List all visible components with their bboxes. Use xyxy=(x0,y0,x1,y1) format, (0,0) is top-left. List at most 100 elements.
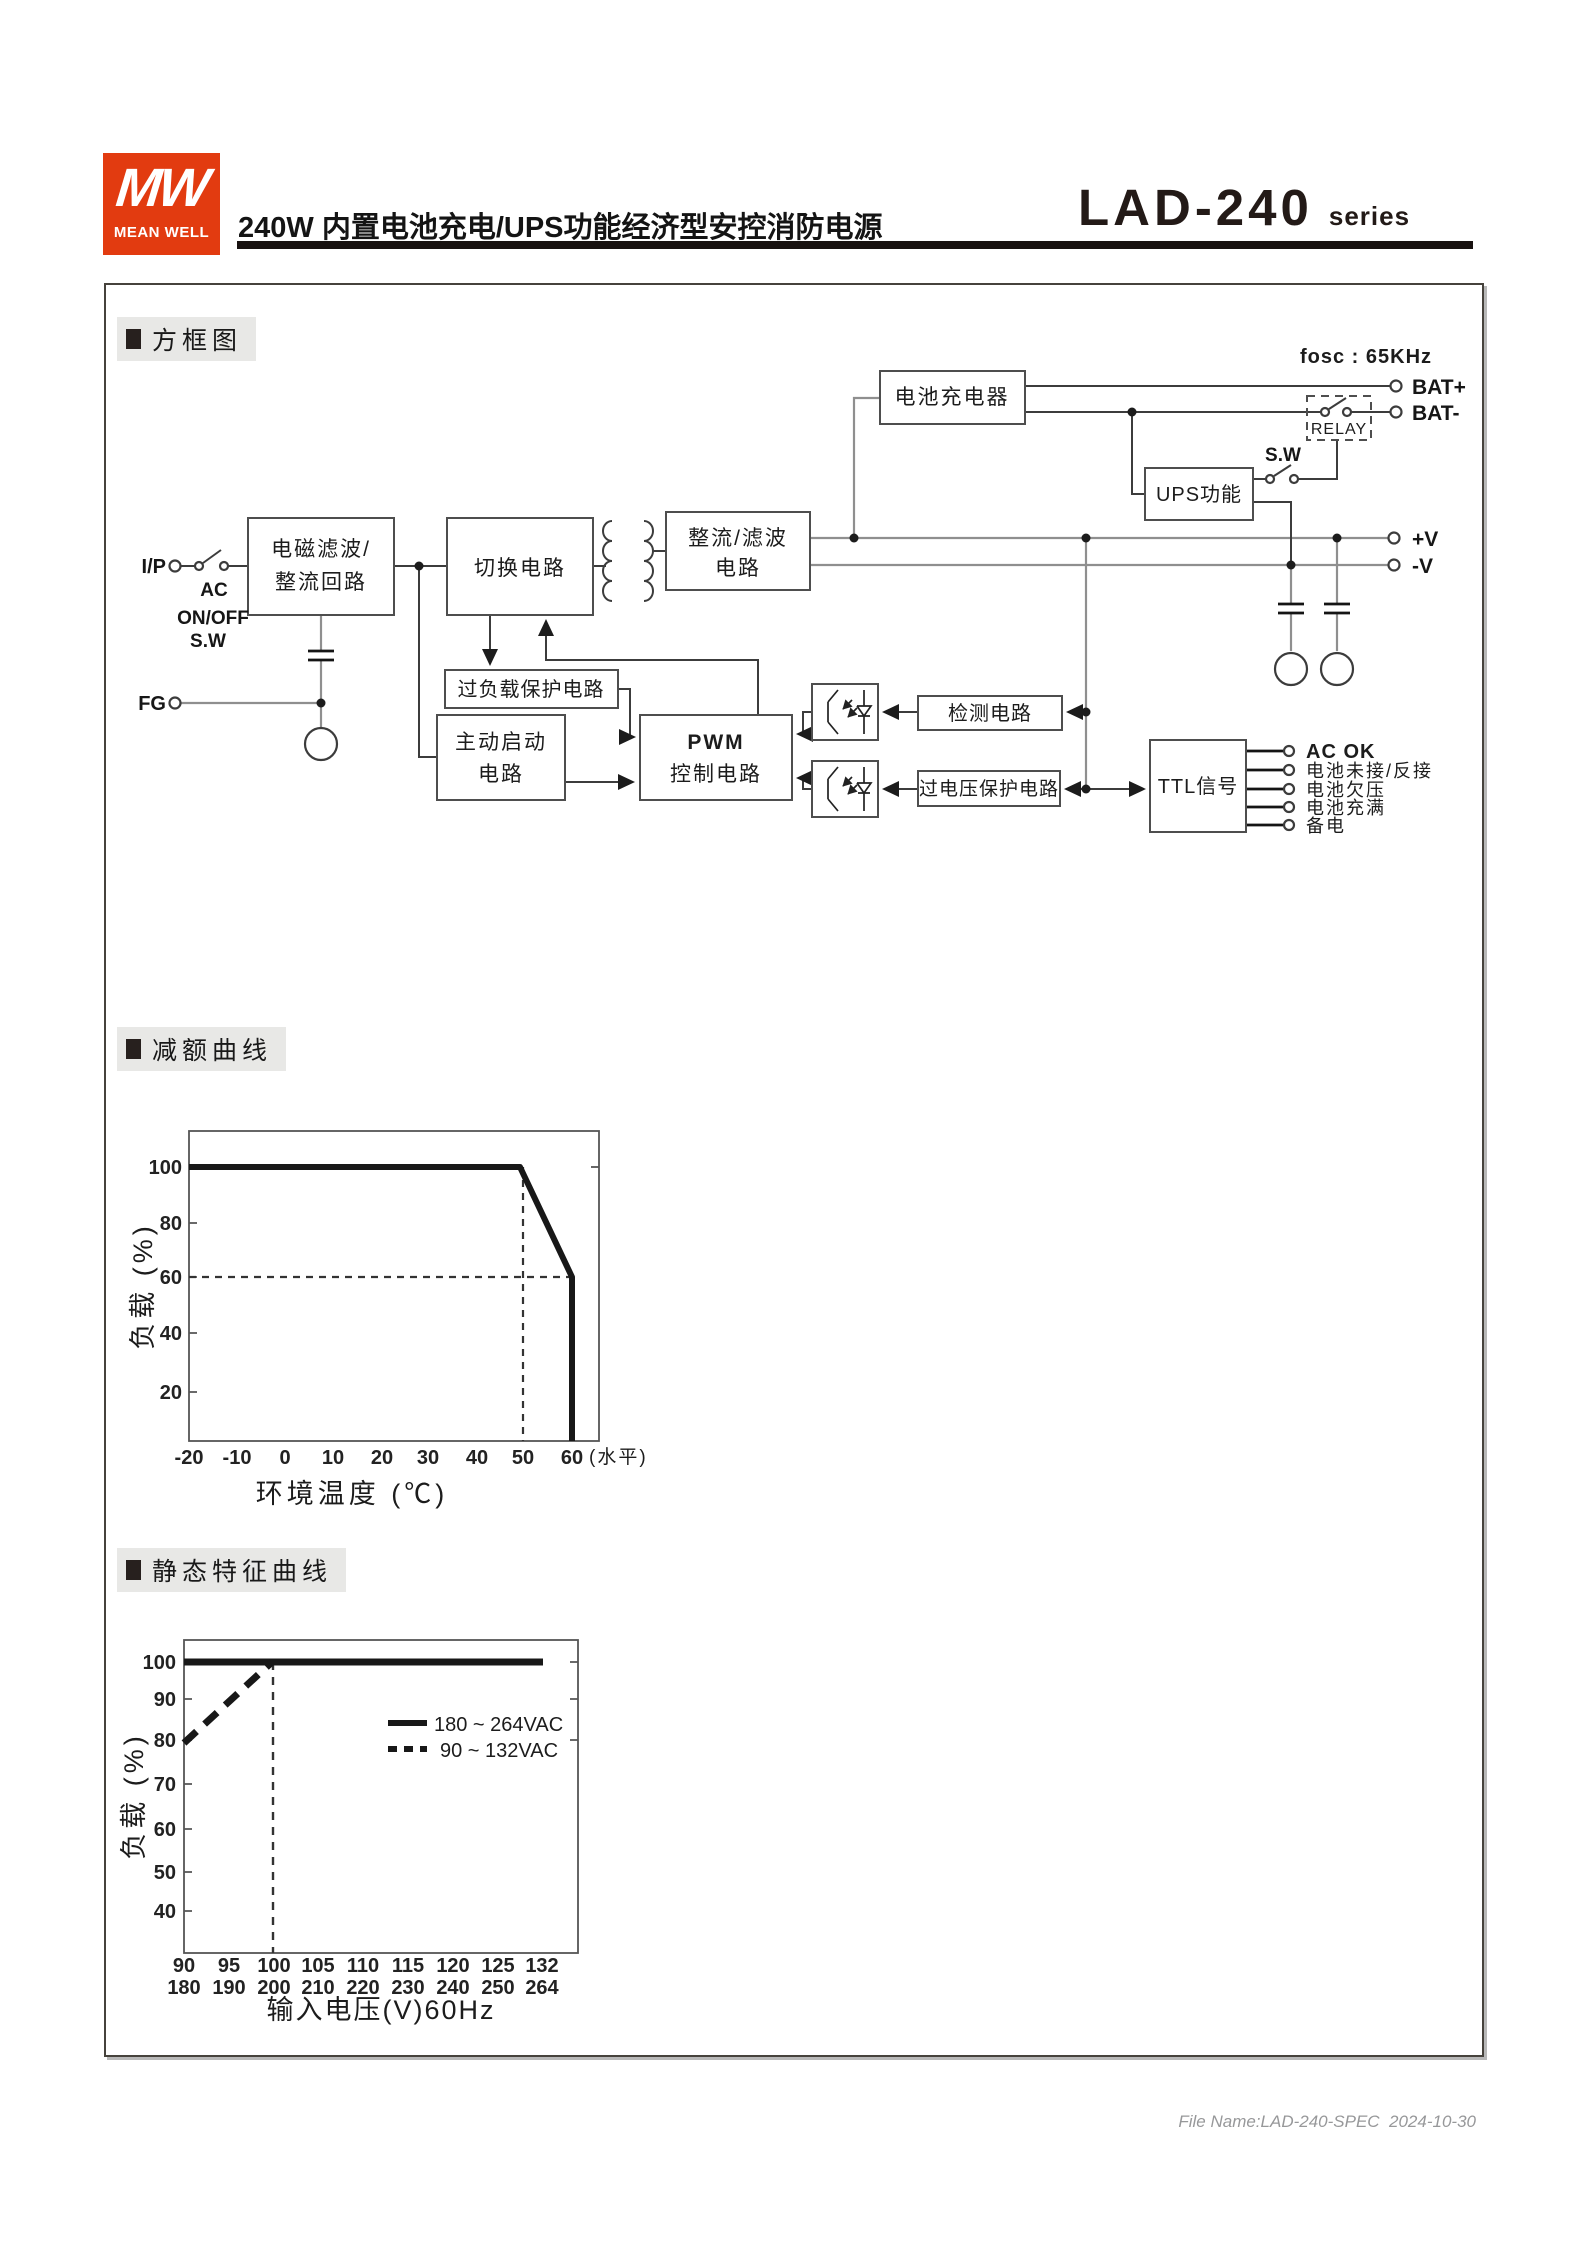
y-axis-title: 负载 (%) xyxy=(119,1732,149,1860)
y-tick: 80 xyxy=(160,1213,182,1235)
series-label: series xyxy=(1328,201,1411,231)
v-plus-label: +V xyxy=(1412,528,1438,551)
x-tick: 210 xyxy=(301,1977,334,1999)
x-tick: 180 xyxy=(167,1977,200,1999)
earth-ground-icon xyxy=(303,651,1355,762)
overload-protection-label: 过负载保护电路 xyxy=(458,678,605,701)
relay-label: RELAY xyxy=(1311,421,1367,438)
chart-legend: 180 ~ 264VAC 90 ~ 132VAC xyxy=(388,1714,563,1762)
v-minus-label: -V xyxy=(1412,555,1433,578)
x-tick: 230 xyxy=(391,1977,424,1999)
bat-minus-label: BAT- xyxy=(1412,402,1459,425)
legend-label: 90 ~ 132VAC xyxy=(440,1740,558,1762)
x-tick: 264 xyxy=(525,1977,559,1999)
input-terminal-label: I/P xyxy=(142,556,166,578)
ttl-signal-block xyxy=(1149,739,1247,833)
legend-label: 180 ~ 264VAC xyxy=(434,1714,563,1736)
section-title: 减额曲线 xyxy=(152,1037,273,1065)
x-tick: 60 xyxy=(561,1447,583,1469)
y-tick: 60 xyxy=(160,1267,182,1289)
y-tick: 40 xyxy=(154,1901,176,1923)
x-axis-title: 输入电压(V)60Hz xyxy=(266,1995,495,2025)
title-divider xyxy=(237,241,1473,249)
diagram-heavy-wires xyxy=(308,602,1350,827)
x-tick: 115 xyxy=(392,1955,424,1977)
y-tick: 80 xyxy=(154,1730,176,1752)
y-tick: 100 xyxy=(143,1652,176,1674)
ac-switch-label: AC xyxy=(200,580,228,601)
switching-circuit-label: 切换电路 xyxy=(474,557,566,580)
section-block-diagram: 方框图 xyxy=(117,317,257,361)
x-tick: 95 xyxy=(218,1955,240,1977)
pwm-label1: PWM xyxy=(687,731,744,754)
ttl-signal-label: TTL信号 xyxy=(1158,775,1239,798)
fosc-label: fosc : 65KHz xyxy=(1300,346,1432,368)
section-bullet-icon xyxy=(126,1039,141,1059)
battery-charger-label: 电池充电器 xyxy=(895,386,1010,409)
x-tick: 20 xyxy=(371,1447,393,1469)
onoff-switch-label: ON/OFF xyxy=(177,608,249,629)
emi-filter-label1: 电磁滤波/ xyxy=(271,538,371,561)
pwm-control-block xyxy=(639,714,793,801)
fg-terminal-label: FG xyxy=(138,693,166,715)
active-start-label1: 主动启动 xyxy=(455,731,547,754)
x-tick: 90 xyxy=(173,1955,195,1977)
x-tick: 40 xyxy=(466,1447,488,1469)
y-tick: 50 xyxy=(154,1862,176,1884)
x-tick: 190 xyxy=(212,1977,245,1999)
x-tick: 50 xyxy=(512,1447,534,1469)
x-tick: 132 xyxy=(525,1955,558,1977)
model-name: LAD-240 xyxy=(1078,179,1313,236)
ovp-block xyxy=(917,770,1061,807)
y-tick: 60 xyxy=(154,1819,176,1841)
logo-brand-text: MEAN WELL xyxy=(113,224,210,241)
section-static-curve: 静态特征曲线 xyxy=(117,1548,347,1592)
section-bullet-icon xyxy=(126,329,141,349)
junction-dots xyxy=(316,407,1342,794)
section-bullet-icon xyxy=(126,1560,141,1580)
detection-circuit-block xyxy=(917,695,1063,731)
active-start-block xyxy=(436,714,566,801)
static-curve-chart: 180 ~ 264VAC 90 ~ 132VAC 100 90 80 70 60… xyxy=(119,1639,579,2025)
overload-protection-block xyxy=(444,669,619,709)
x-tick: 0 xyxy=(279,1447,290,1469)
sw-switch-label: S.W xyxy=(190,631,226,652)
page-title: 240W 内置电池充电/UPS功能经济型安控消防电源 xyxy=(238,212,883,244)
x-tick: -20 xyxy=(175,1447,204,1469)
block-diagram: 电磁滤波/ 整流回路 切换电路 整流/滤波 电路 电池充电器 过负载保护电路 主… xyxy=(138,346,1466,836)
chart-axis-ticks xyxy=(184,1661,578,1912)
ttl-output-bat-missing: 电池未接/反接 xyxy=(1306,761,1433,781)
rectifier-filter-label2: 电路 xyxy=(715,557,761,580)
model-series-block: LAD-240 series xyxy=(1078,178,1410,237)
detection-circuit-label: 检测电路 xyxy=(948,702,1032,725)
x-axis-title: 环境温度 (℃) xyxy=(256,1479,448,1509)
x-tick: 220 xyxy=(346,1977,379,1999)
file-name-footer: File Name:LAD-240-SPEC 2024-10-30 xyxy=(1178,2112,1476,2131)
ttl-output-acok: AC OK xyxy=(1306,741,1375,763)
diagram-wires xyxy=(181,385,1390,797)
relay-block xyxy=(1306,395,1372,441)
y-tick: 40 xyxy=(160,1323,182,1345)
pwm-label2: 控制电路 xyxy=(670,763,762,786)
y-tick: 70 xyxy=(154,1774,176,1796)
battery-charger-block xyxy=(879,370,1026,425)
x-tick: 250 xyxy=(481,1977,514,1999)
ttl-output-bat-full: 电池充满 xyxy=(1306,798,1386,818)
switching-circuit-block xyxy=(446,517,594,616)
section-title: 静态特征曲线 xyxy=(152,1558,333,1586)
derating-curve-line xyxy=(189,1164,575,1441)
emi-filter-block xyxy=(247,517,395,616)
y-tick: 90 xyxy=(154,1689,176,1711)
y-tick: 100 xyxy=(149,1157,182,1179)
x-tick: 30 xyxy=(417,1447,439,1469)
x-tick: 120 xyxy=(436,1955,469,1977)
meanwell-logo: MW MEAN WELL xyxy=(103,153,220,255)
low-range-line xyxy=(181,1659,275,1746)
x-tick: 240 xyxy=(436,1977,469,1999)
section-title: 方框图 xyxy=(152,327,243,355)
x-tick: 100 xyxy=(257,1955,290,1977)
x-tick: 105 xyxy=(301,1955,334,1977)
x-tick: -10 xyxy=(223,1447,252,1469)
